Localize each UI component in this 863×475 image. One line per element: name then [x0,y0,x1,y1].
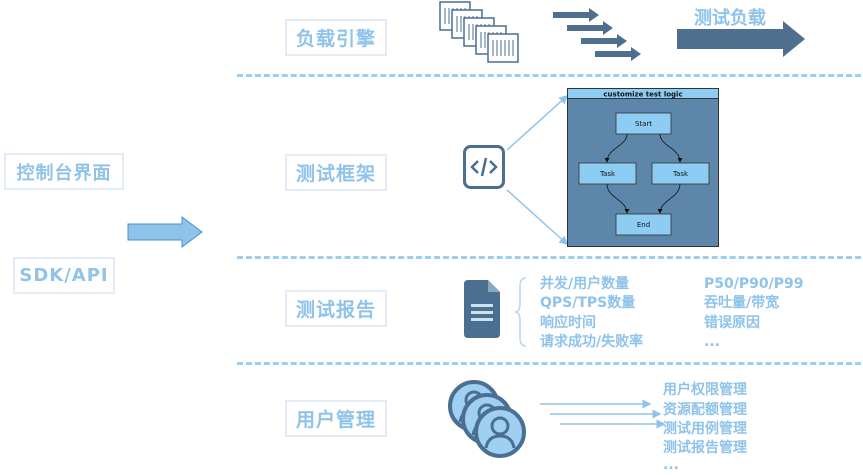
user-mgmt-arrows [540,399,666,429]
divider-1 [237,74,861,77]
test-load-arrow [677,21,805,57]
report-col2-item-2: 吞吐量/带宽 [704,295,780,311]
flow-node-start [615,112,672,135]
console-label: 控制台界面 [4,153,124,190]
report-col2-item-3: 错误原因 [704,315,760,331]
test-load-label: 测试负载 [694,8,766,29]
user-mgmt-item-2: 资源配额管理 [663,402,747,418]
divider-3 [237,362,861,365]
flow-node-task-left [578,162,637,185]
report-col1-item-2: QPS/TPS数量 [540,295,636,311]
report-col1-item-4: 请求成功/失败率 [540,334,644,350]
user-mgmt-item-5: ... [663,457,679,473]
code-icon [463,145,505,189]
report-col1-item-1: 并发/用户数量 [540,276,630,292]
report-label: 测试报告 [285,290,387,327]
flow-node-task-right [651,162,710,185]
user-mgmt-item-3: 测试用例管理 [663,421,747,437]
report-bracket [514,277,527,347]
load-arrows [553,8,641,61]
load-engine-label: 负载引擎 [285,19,387,56]
svg-text:Task: Task [672,170,689,178]
flow-title-bar [567,88,719,99]
user-mgmt-item-4: 测试报告管理 [663,440,747,456]
svg-text:End: End [637,221,650,229]
sdk-api-label: SDK/API [13,257,115,294]
report-document-icon [464,280,500,338]
framework-label: 测试框架 [285,154,387,191]
main-right-arrow [127,216,203,248]
svg-text:Start: Start [635,120,652,128]
flow-title: customize test logic [603,91,682,99]
report-col2-item-1: P50/P90/P99 [704,276,804,292]
user-mgmt-item-1: 用户权限管理 [663,382,747,398]
users-group-icon [448,380,526,458]
flowchart: customize test logic Start Task Task End [567,88,719,247]
divider-2 [237,256,861,259]
flow-node-end [615,213,672,236]
document-stack-icon [439,1,519,63]
code-to-flow-arrows [506,94,569,246]
user-mgmt-label: 用户管理 [285,400,387,437]
report-col1-item-3: 响应时间 [540,315,596,331]
svg-text:Task: Task [599,170,616,178]
report-col2-item-4: ... [704,334,720,350]
